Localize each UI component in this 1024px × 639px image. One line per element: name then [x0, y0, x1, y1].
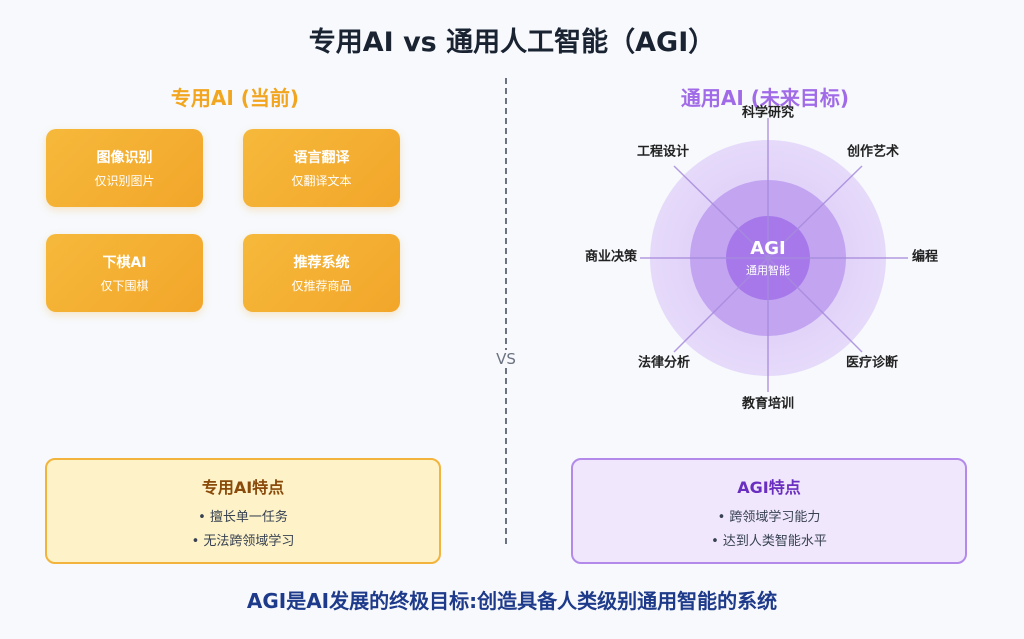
card-subtitle: 仅下围棋	[100, 279, 149, 293]
spoke-line	[673, 257, 769, 353]
spoke-line	[673, 165, 769, 259]
spoke-label-education: 教育培训	[741, 396, 795, 412]
conclusion-text: AGI是AI发展的终极目标:创造具备人类级别通用智能的系统	[246, 589, 778, 613]
features-title: 专用AI特点	[201, 478, 285, 497]
card-recommendation-system: 推荐系统 仅推荐商品	[243, 234, 400, 312]
vs-label: VS	[492, 350, 520, 368]
card-subtitle: 仅推荐商品	[291, 279, 352, 293]
spoke-line	[767, 257, 863, 353]
card-language-translation: 语言翻译 仅翻译文本	[243, 129, 400, 207]
feature-item: • 擅长单一任务	[198, 510, 288, 525]
narrow-ai-features-box: 专用AI特点 • 擅长单一任务 • 无法跨领域学习	[45, 458, 441, 564]
card-title: 推荐系统	[293, 255, 350, 271]
page-title: 专用AI vs 通用人工智能（AGI）	[308, 27, 716, 58]
spoke-label-engineering: 工程设计	[636, 144, 690, 160]
agi-center-label: AGI 通用智能	[746, 238, 790, 278]
center-divider	[505, 78, 507, 544]
agi-features-box: AGI特点 • 跨领域学习能力 • 达到人类智能水平	[571, 458, 967, 564]
feature-item: • 达到人类智能水平	[711, 534, 827, 549]
card-image-recognition: 图像识别 仅识别图片	[46, 129, 203, 207]
card-title: 下棋AI	[102, 255, 147, 271]
spoke-line	[767, 165, 863, 259]
feature-item: • 无法跨领域学习	[191, 534, 295, 549]
agi-center-title: AGI	[750, 238, 786, 259]
features-title: AGI特点	[737, 478, 801, 497]
agi-center-subtitle: 通用智能	[746, 264, 790, 277]
card-subtitle: 仅识别图片	[94, 174, 155, 188]
spoke-label-art: 创作艺术	[846, 144, 900, 160]
spoke-label-programming: 编程	[911, 249, 939, 265]
feature-item: • 跨领域学习能力	[717, 510, 821, 525]
card-go-ai: 下棋AI 仅下围棋	[46, 234, 203, 312]
spoke-label-medical: 医疗诊断	[845, 355, 899, 371]
spoke-label-law: 法律分析	[637, 355, 691, 371]
card-title: 语言翻译	[293, 150, 350, 166]
spoke-label-science: 科学研究	[741, 105, 795, 121]
general-ai-heading: 通用AI (未来目标)	[680, 86, 850, 110]
card-subtitle: 仅翻译文本	[291, 174, 352, 188]
spoke-label-business: 商业决策	[584, 249, 638, 265]
card-title: 图像识别	[96, 150, 153, 166]
narrow-ai-heading: 专用AI (当前)	[170, 86, 300, 110]
